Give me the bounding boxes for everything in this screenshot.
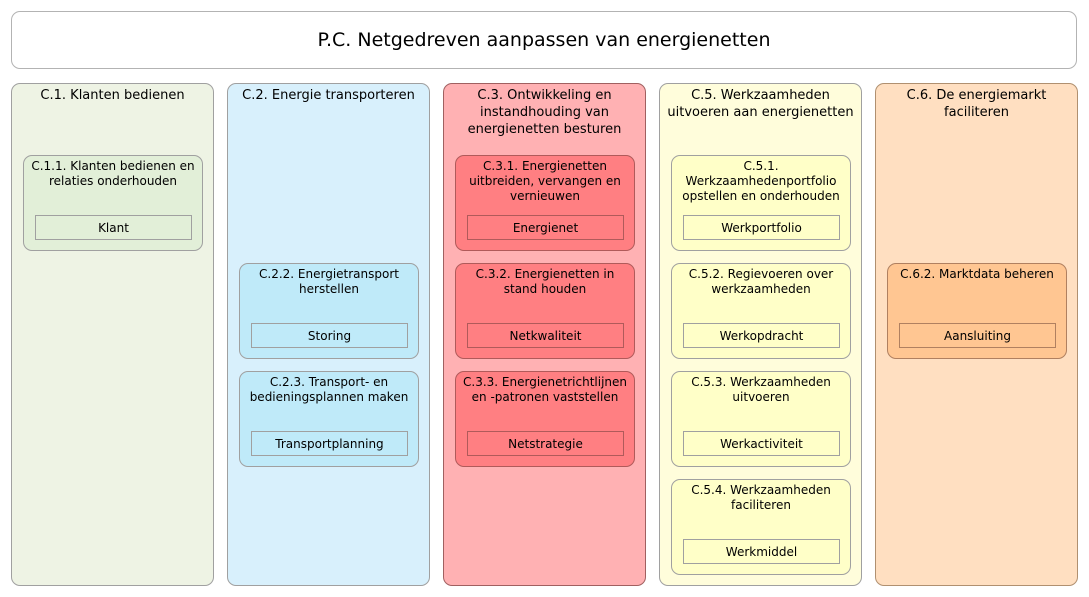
entity-storing: Storing xyxy=(251,323,408,348)
capability-title: C.1.1. Klanten bedienen en relaties onde… xyxy=(31,159,195,188)
capability-title: C.5.4. Werkzaamheden faciliteren xyxy=(691,483,831,512)
entity-netkwaliteit: Netkwaliteit xyxy=(467,323,624,348)
entity-transportplanning: Transportplanning xyxy=(251,431,408,456)
capability-title: C.6.2. Marktdata beheren xyxy=(900,267,1054,281)
column-title: C.6. De energiemarkt faciliteren xyxy=(906,88,1047,120)
capability-c2-3: C.2.3. Transport- en bedieningsplannen m… xyxy=(239,371,419,467)
entity-werkactiviteit: Werkactiviteit xyxy=(683,431,840,456)
capability-title: C.3.1. Energienetten uitbreiden, vervang… xyxy=(469,159,621,203)
column-c5: C.5. Werkzaamheden uitvoeren aan energie… xyxy=(659,83,862,586)
capability-c5-4: C.5.4. Werkzaamheden faciliteren Werkmid… xyxy=(671,479,851,575)
capability-title: C.3.3. Energienetrichtlijnen en -patrone… xyxy=(463,375,627,404)
diagram-title: P.C. Netgedreven aanpassen van energiene… xyxy=(11,11,1077,69)
capability-c6-2: C.6.2. Marktdata beheren Aansluiting xyxy=(887,263,1067,359)
column-title: C.3. Ontwikkeling en instandhouding van … xyxy=(467,88,622,137)
column-title: C.1. Klanten bedienen xyxy=(40,88,185,103)
capability-title: C.5.2. Regievoeren over werkzaamheden xyxy=(688,267,834,296)
capability-c3-3: C.3.3. Energienetrichtlijnen en -patrone… xyxy=(455,371,635,467)
entity-netstrategie: Netstrategie xyxy=(467,431,624,456)
column-c1: C.1. Klanten bedienen C.1.1. Klanten bed… xyxy=(11,83,214,586)
column-c6: C.6. De energiemarkt faciliteren C.6.2. … xyxy=(875,83,1078,586)
capability-c5-2: C.5.2. Regievoeren over werkzaamheden We… xyxy=(671,263,851,359)
entity-werkportfolio: Werkportfolio xyxy=(683,215,840,240)
capability-title: C.5.3. Werkzaamheden uitvoeren xyxy=(691,375,831,404)
entity-energienet: Energienet xyxy=(467,215,624,240)
capability-c5-1: C.5.1. Werkzaamhedenportfolio opstellen … xyxy=(671,155,851,251)
capability-c5-3: C.5.3. Werkzaamheden uitvoeren Werkactiv… xyxy=(671,371,851,467)
capability-c1-1: C.1.1. Klanten bedienen en relaties onde… xyxy=(23,155,203,251)
column-title: C.2. Energie transporteren xyxy=(242,88,415,103)
capability-title: C.2.2. Energietransport herstellen xyxy=(259,267,399,296)
capability-title: C.2.3. Transport- en bedieningsplannen m… xyxy=(249,375,409,404)
capability-title: C.5.1. Werkzaamhedenportfolio opstellen … xyxy=(682,159,840,203)
column-title: C.5. Werkzaamheden uitvoeren aan energie… xyxy=(667,88,854,120)
entity-werkmiddel: Werkmiddel xyxy=(683,539,840,564)
entity-klant: Klant xyxy=(35,215,192,240)
capability-c3-1: C.3.1. Energienetten uitbreiden, vervang… xyxy=(455,155,635,251)
entity-aansluiting: Aansluiting xyxy=(899,323,1056,348)
capability-c3-2: C.3.2. Energienetten in stand houden Net… xyxy=(455,263,635,359)
column-c2: C.2. Energie transporteren C.2.2. Energi… xyxy=(227,83,430,586)
capability-title: C.3.2. Energienetten in stand houden xyxy=(475,267,615,296)
entity-werkopdracht: Werkopdracht xyxy=(683,323,840,348)
capability-c2-2: C.2.2. Energietransport herstellen Stori… xyxy=(239,263,419,359)
column-c3: C.3. Ontwikkeling en instandhouding van … xyxy=(443,83,646,586)
